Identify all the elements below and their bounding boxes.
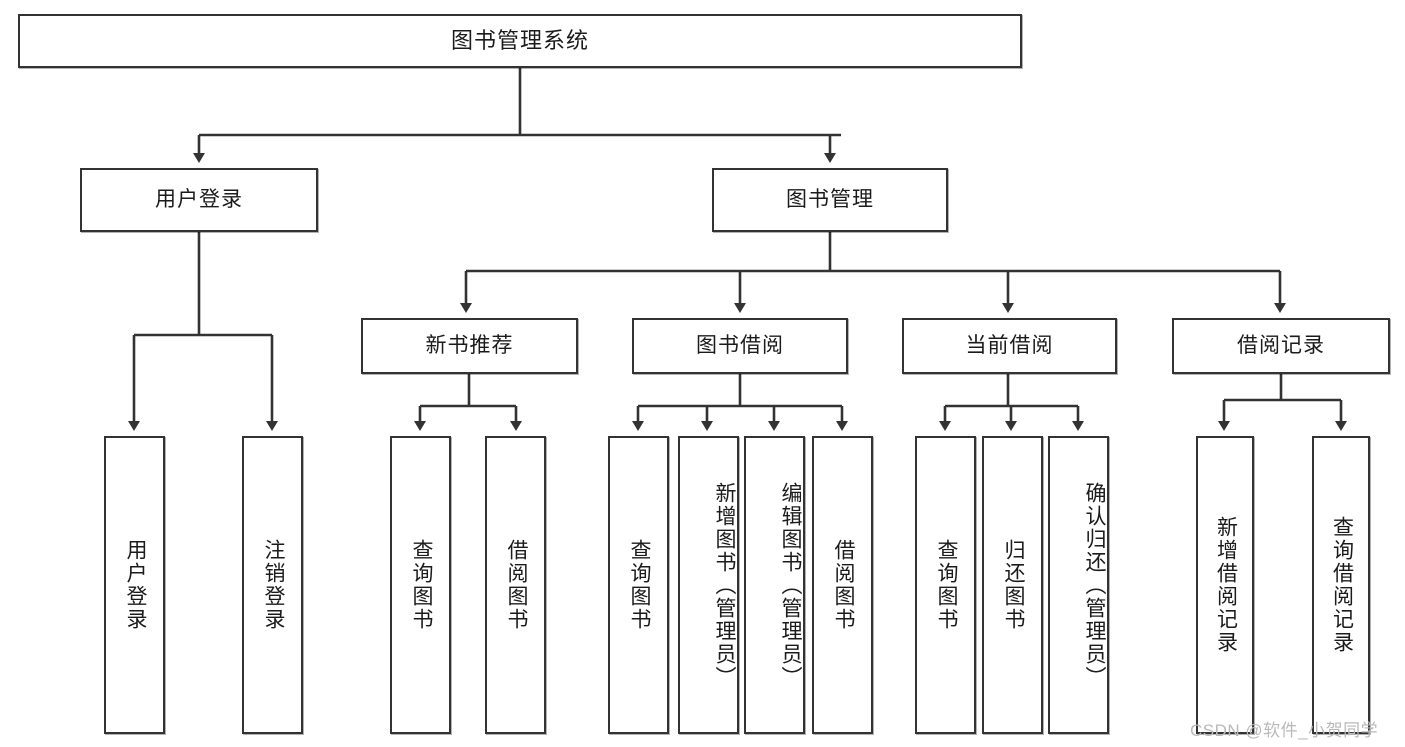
node-new-book-recommend[interactable]: 新书推荐 [361, 318, 578, 374]
node-leaf-query-book-3-label: 查询图书 [934, 539, 958, 631]
node-leaf-borrow-book-1[interactable]: 借阅图书 [485, 436, 546, 734]
node-leaf-user-login[interactable]: 用户登录 [104, 436, 165, 734]
node-leaf-add-book[interactable]: 新增图书（管理员） [678, 436, 739, 734]
node-leaf-add-record-label: 新增借阅记录 [1214, 516, 1238, 654]
node-user-login[interactable]: 用户登录 [80, 168, 318, 232]
node-book-borrow-label: 图书借阅 [696, 333, 784, 357]
node-leaf-confirm-return-label: 确认归还（管理员） [1083, 481, 1106, 689]
node-leaf-query-book-1[interactable]: 查询图书 [390, 436, 451, 734]
node-leaf-borrow-book-2[interactable]: 借阅图书 [812, 436, 873, 734]
node-leaf-confirm-return[interactable]: 确认归还（管理员） [1048, 436, 1109, 734]
node-leaf-query-record[interactable]: 查询借阅记录 [1312, 436, 1370, 734]
node-borrow-record-label: 借阅记录 [1237, 333, 1325, 357]
node-borrow-record[interactable]: 借阅记录 [1172, 318, 1390, 374]
node-current-borrow-label: 当前借阅 [965, 333, 1054, 357]
node-new-book-recommend-label: 新书推荐 [425, 333, 514, 357]
node-leaf-borrow-book-2-label: 借阅图书 [831, 539, 855, 631]
node-leaf-query-book-1-label: 查询图书 [409, 539, 433, 631]
node-leaf-user-login-label: 用户登录 [123, 539, 147, 631]
node-leaf-logout[interactable]: 注销登录 [242, 436, 303, 734]
node-leaf-query-book-3[interactable]: 查询图书 [915, 436, 976, 734]
node-book-borrow[interactable]: 图书借阅 [632, 318, 848, 374]
node-leaf-add-record[interactable]: 新增借阅记录 [1196, 436, 1254, 734]
node-leaf-query-book-2-label: 查询图书 [627, 539, 651, 631]
csdn-watermark: CSDN @软件_小贺同学 [1190, 721, 1379, 740]
node-leaf-add-book-label: 新增图书（管理员） [713, 481, 736, 689]
node-root-label: 图书管理系统 [450, 28, 589, 54]
node-current-borrow[interactable]: 当前借阅 [902, 318, 1117, 374]
node-book-management-label: 图书管理 [786, 187, 874, 211]
node-leaf-query-record-label: 查询借阅记录 [1330, 516, 1354, 654]
node-root[interactable]: 图书管理系统 [18, 14, 1022, 68]
node-user-login-label: 用户登录 [155, 187, 243, 211]
node-leaf-logout-label: 注销登录 [261, 539, 285, 631]
node-book-management[interactable]: 图书管理 [712, 168, 948, 232]
node-leaf-return-book-label: 归还图书 [1001, 539, 1025, 631]
node-leaf-edit-book[interactable]: 编辑图书（管理员） [744, 436, 805, 734]
node-leaf-borrow-book-1-label: 借阅图书 [504, 539, 528, 631]
node-leaf-edit-book-label: 编辑图书（管理员） [779, 481, 802, 689]
node-leaf-return-book[interactable]: 归还图书 [982, 436, 1043, 734]
node-leaf-query-book-2[interactable]: 查询图书 [608, 436, 669, 734]
